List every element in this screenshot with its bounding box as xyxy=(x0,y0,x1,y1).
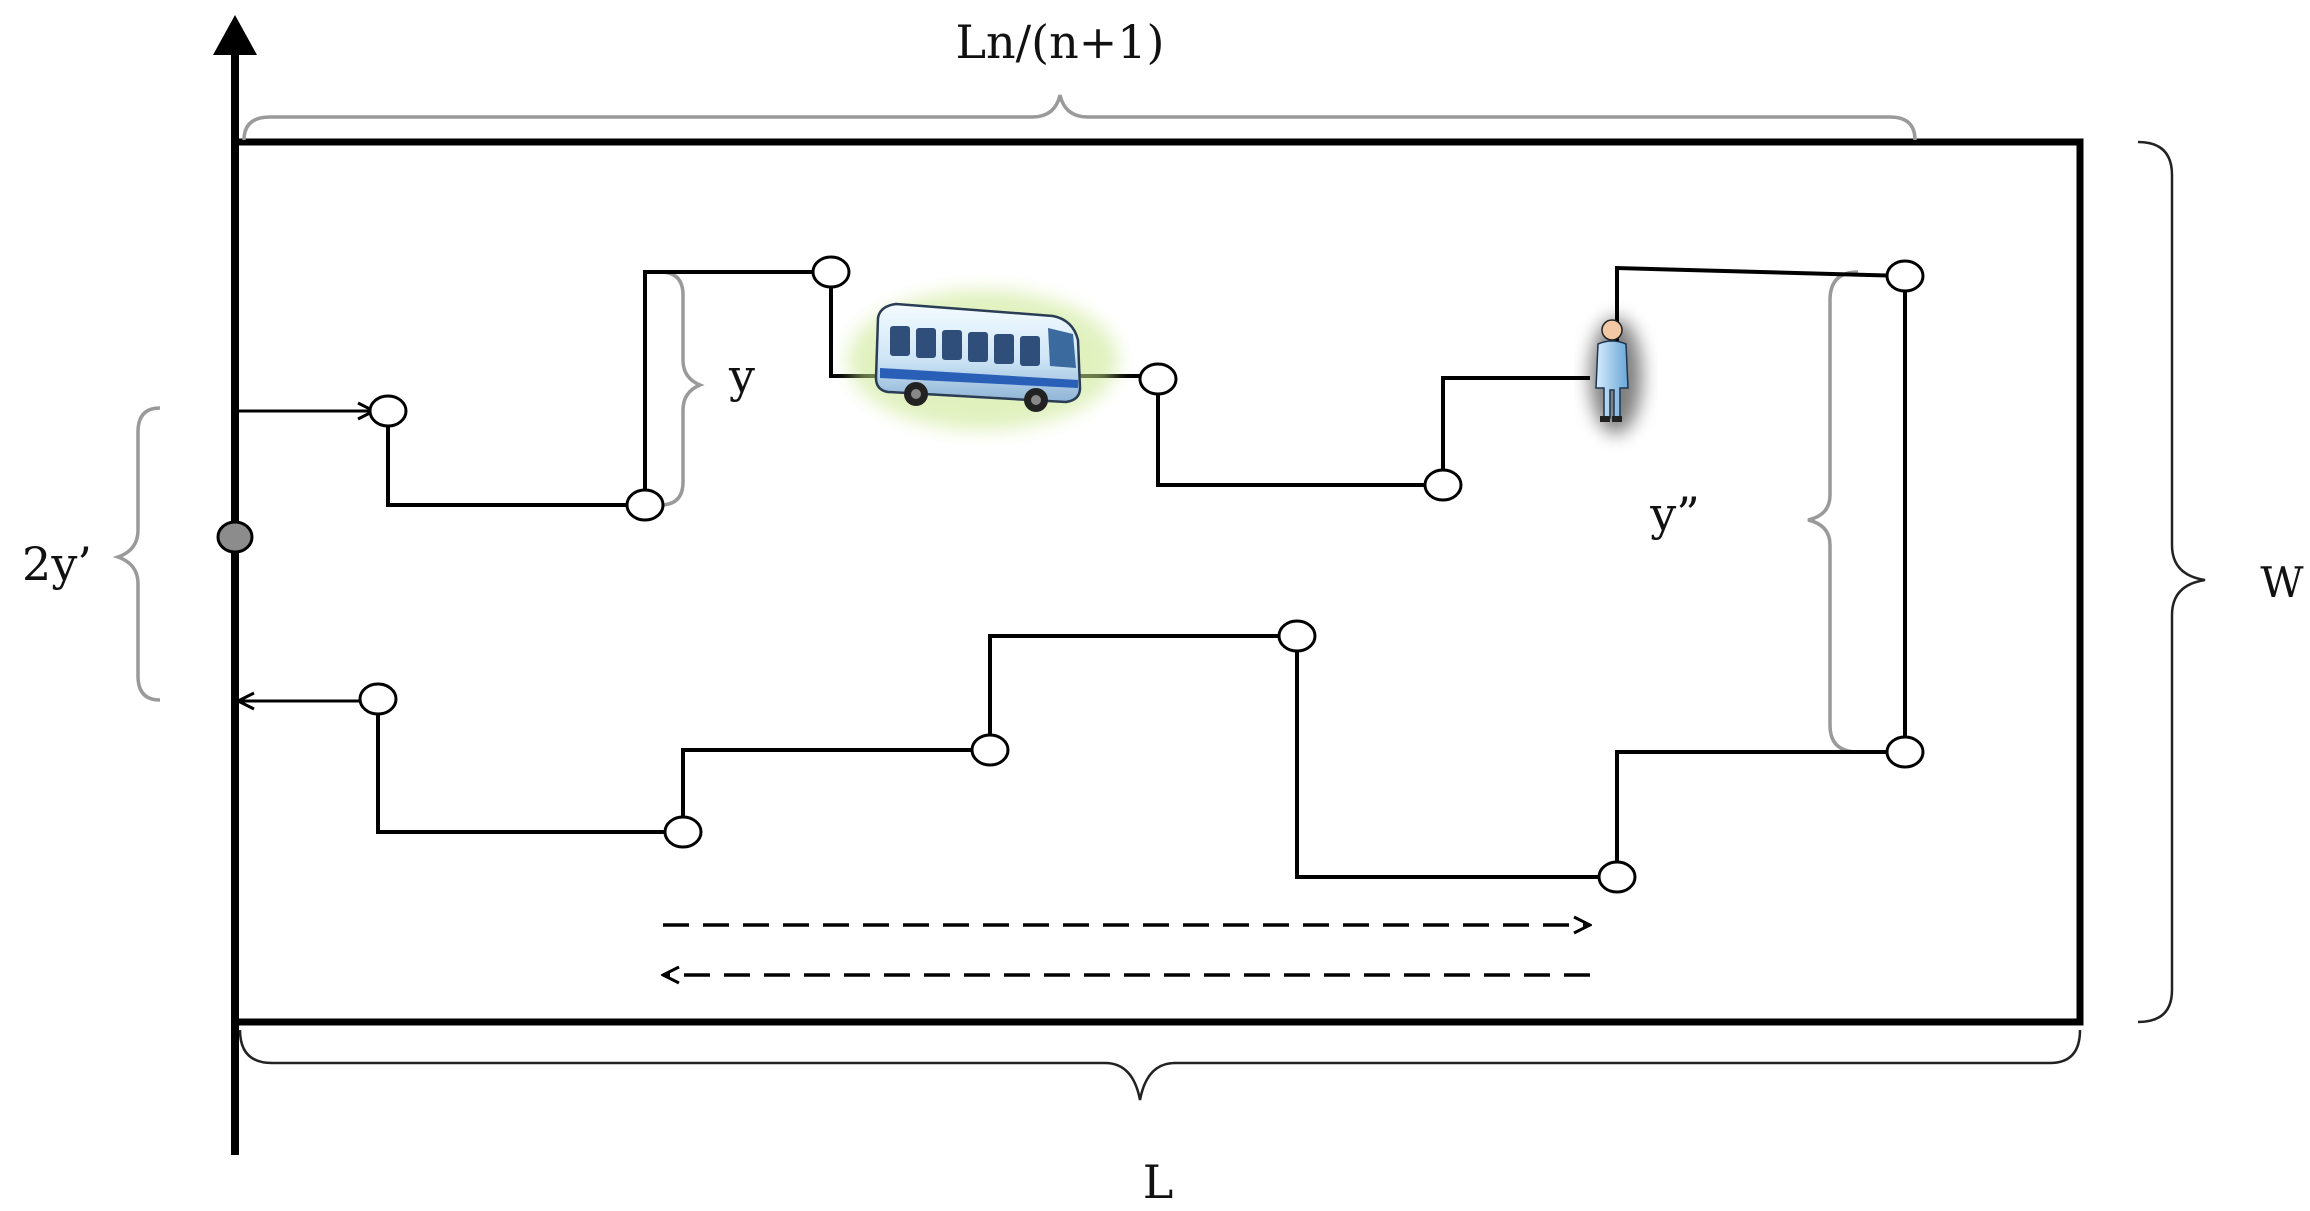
bus-icon xyxy=(848,290,1118,430)
top-width-label: Ln/(n+1) xyxy=(956,15,1165,69)
depot-node xyxy=(216,520,254,554)
route-segment-2 xyxy=(643,270,830,505)
stop-node xyxy=(811,255,851,289)
inner-spacing-label: y xyxy=(728,349,755,403)
bottom-length-label: L xyxy=(1143,1155,1174,1209)
stop-node xyxy=(970,733,1010,767)
right-width-label: W xyxy=(2260,558,2304,607)
route-segment-6 xyxy=(1615,265,1906,378)
route-segment-5 xyxy=(1441,376,1590,485)
axis-arrow-head xyxy=(213,15,257,55)
stop-node xyxy=(368,394,408,428)
stop-node xyxy=(1885,259,1925,293)
stop-node xyxy=(1423,468,1463,502)
top-width-brace xyxy=(242,94,1917,141)
stop-node xyxy=(358,682,398,716)
bottom-length-brace xyxy=(238,1029,2082,1101)
right-width-brace xyxy=(2137,140,2206,1024)
stop-node xyxy=(1277,619,1317,653)
route-segment-7 xyxy=(1615,750,1905,877)
stop-node xyxy=(1885,735,1925,769)
stop-node xyxy=(1138,362,1178,396)
right-spacing-label: y” xyxy=(1649,487,1700,541)
bus-stops xyxy=(358,255,1925,894)
stop-node xyxy=(625,488,665,522)
route-segment-10 xyxy=(681,748,990,832)
route-segment-8 xyxy=(1295,636,1617,879)
route-segment-4 xyxy=(1156,376,1443,487)
route-segment-11 xyxy=(376,699,683,834)
left-spacing-label: 2y’ xyxy=(22,537,92,591)
route-segment-9 xyxy=(988,634,1297,750)
stop-node xyxy=(663,815,703,849)
inner-spacing-brace xyxy=(659,270,705,507)
route-segment-1 xyxy=(386,411,645,507)
passenger-icon xyxy=(1590,318,1642,434)
stop-node xyxy=(1597,860,1637,894)
left-spacing-brace xyxy=(112,406,161,702)
right-spacing-brace xyxy=(1807,270,1859,754)
